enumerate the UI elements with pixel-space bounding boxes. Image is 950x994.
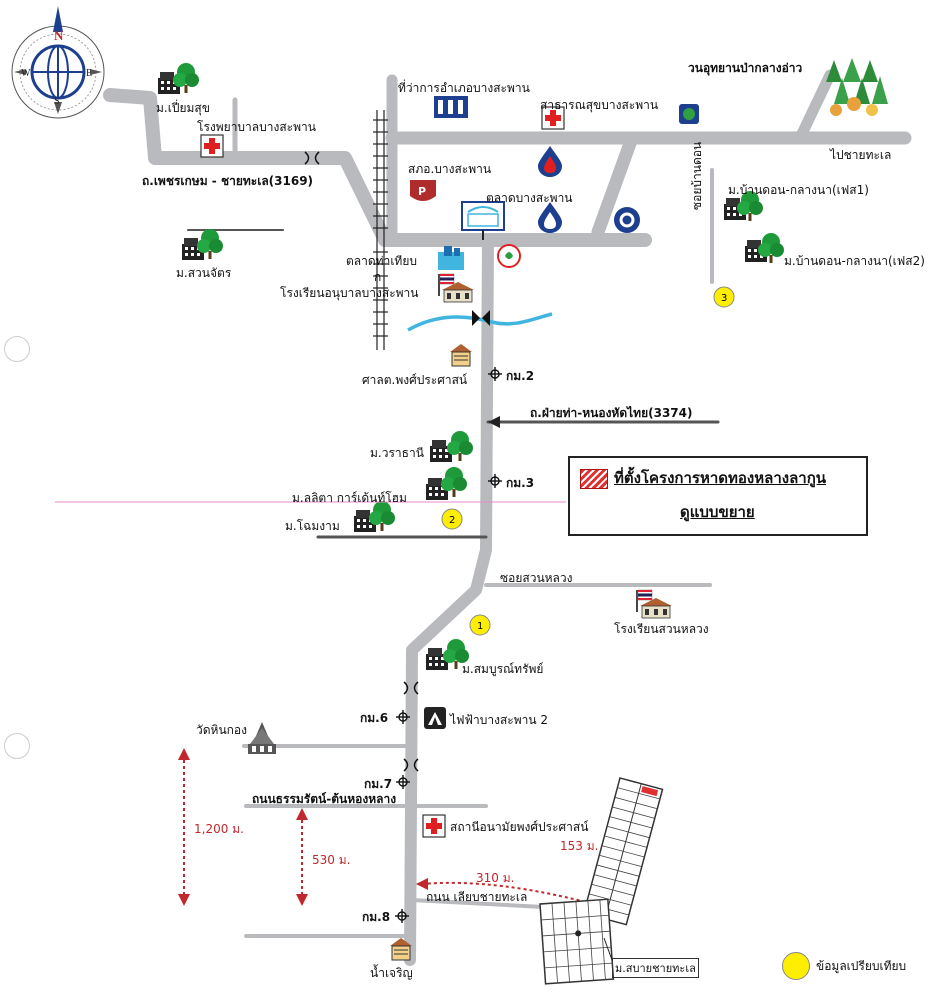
label-km2: กม.2	[506, 369, 535, 383]
comparison-marker-1	[469, 614, 491, 636]
river-bridge-icon	[472, 310, 490, 326]
comparison-marker-3	[713, 286, 735, 308]
label-ban-don-soi: ซอยบ้านดอน	[690, 141, 704, 210]
nam-charoen-icon	[390, 938, 412, 961]
market-icon	[461, 201, 505, 240]
label-hospital: โรงพยาบาลบางสะพาน	[197, 120, 316, 134]
bank-logo-icon	[679, 104, 699, 124]
lagoon-plot-south	[539, 898, 615, 985]
label-suanluang-soi: ซอยสวนหลวง	[500, 571, 573, 585]
label-sabai: ม.สบายชายทะเล	[612, 958, 699, 978]
police-station-icon: P	[410, 180, 436, 201]
anuban-school-icon	[437, 273, 475, 303]
compass-north-label: N	[54, 28, 64, 43]
label-km3: กม.3	[506, 476, 535, 490]
comparison-legend-label: ข้อมูลเปรียบเทียบ	[816, 959, 907, 973]
market-diagonal	[591, 131, 639, 239]
label-suanluang-school: โรงเรียนสวนหลวง	[614, 622, 709, 636]
label-distance-1200: 1,200 ม.	[194, 822, 244, 836]
label-lalita: ม.ลลิตา การ์เด้นท์โฮม	[292, 491, 407, 505]
faitha-road-arrow	[488, 416, 500, 428]
label-distance-310: 310 ม.	[476, 871, 515, 885]
phetkasem-road	[103, 88, 652, 247]
label-samakhi: ม.สมบูรณ์ทรัพย์	[462, 662, 544, 676]
label-beach-road: ถนน เลียบชายทะเล	[426, 890, 528, 904]
comparison-marker-2	[441, 508, 463, 530]
project-legend: ที่ตั้งโครงการหาดทองหลางลากูน ดูแบบขยาย	[568, 456, 868, 536]
legend-project-title: ที่ตั้งโครงการหาดทองหลางลากูน	[614, 469, 827, 487]
punch-hole-bottom	[4, 733, 30, 759]
label-power: ไฟฟ้าบางสะพาน 2	[450, 713, 549, 727]
hospital-icon	[200, 134, 224, 158]
label-km7: กม.7	[364, 777, 393, 791]
village-lalita-icon	[426, 467, 467, 500]
tha-thian-market-icon	[438, 246, 464, 270]
lagoon-access-road	[410, 898, 564, 910]
label-post-office: ศาลต.พงศ์ประศาสน์	[362, 373, 468, 387]
comparison-marker-2-label: 2	[449, 515, 455, 526]
kasikorn-bank-icon	[497, 244, 521, 268]
label-and: ก	[374, 270, 382, 284]
suanluang-school-icon	[635, 589, 673, 619]
bank-circle-icon	[614, 207, 640, 233]
label-suan-chat: ม.สวนจัตร	[176, 266, 232, 280]
svg-text:P: P	[418, 185, 426, 198]
village-piam-suk-icon	[158, 63, 199, 94]
label-health-station: สถานีอนามัยพงศ์ประศาสน์	[450, 820, 589, 834]
label-km6: กม.6	[360, 711, 389, 725]
label-phetkasem-road: ถ.เพชรเกษม - ชายทะเล(3169)	[142, 174, 314, 188]
river	[407, 312, 553, 332]
forest-road	[794, 69, 836, 144]
bank-drop-icon	[538, 202, 562, 233]
label-health-office: สาธารณสุขบางสะพาน	[540, 98, 659, 112]
forest-park-icon	[826, 58, 888, 116]
sabai-leader-line	[603, 937, 613, 961]
punch-hole-top	[4, 336, 30, 362]
compass-rose-icon	[11, 6, 105, 119]
railway-north	[373, 110, 388, 350]
compass-east-label: E	[86, 68, 92, 79]
village-ban-don-2-icon	[745, 233, 784, 263]
compass-west-label: W	[21, 68, 31, 79]
label-forest-park: วนอุทยานป่ากลางอ่าว	[688, 61, 803, 75]
comparison-marker-1-label: 1	[477, 621, 483, 632]
label-anuban-school: โรงเรียนอนุบาลบางสะพาน	[280, 286, 419, 300]
label-chomngam: ม.โฉมงาม	[285, 519, 340, 533]
power-station-icon	[424, 707, 446, 729]
label-distance-530: 530 ม.	[312, 853, 351, 867]
lagoon-plot-north	[582, 777, 664, 926]
ptt-station-icon	[538, 146, 562, 177]
label-piam-suk: ม.เปี่ยมสุข	[156, 101, 210, 115]
label-faitha-road: ถ.ฝ่ายท่า-หนองหัดไทย(3374)	[530, 406, 693, 420]
main-south-road	[404, 234, 494, 966]
village-suan-chat-icon	[182, 229, 223, 260]
label-wat: วัดหินกอง	[196, 723, 247, 737]
legend-detail-link[interactable]: ดูแบบขยาย	[680, 503, 755, 521]
compass-south-label: S	[54, 96, 60, 107]
comparison-legend-dot	[782, 952, 810, 980]
label-wara-thani: ม.วราธานี	[370, 446, 424, 460]
label-ban-don-2: ม.บ้านดอน-กลางนา(เฟส2)	[784, 254, 925, 268]
label-nam-charoen: น้ำเจริญ	[370, 966, 413, 980]
label-distance-153: 153 ม.	[560, 839, 599, 853]
label-police: สภอ.บางสะพาน	[408, 162, 492, 176]
label-thammarat-road: ถนนธรรมรัตน์-ต้นหองหลาง	[252, 792, 397, 806]
label-tha-thian-market: ตลาดท่าเทียบ	[346, 254, 417, 268]
label-district-office: ที่ว่าการอำเภอบางสะพาน	[398, 81, 530, 95]
health-station-icon	[422, 814, 446, 838]
village-wara-thani-icon	[430, 431, 473, 462]
temple-icon	[248, 722, 276, 754]
label-km8: กม.8	[362, 910, 391, 924]
label-market: ตลาดบางสะพาน	[486, 191, 573, 205]
comparison-marker-3-label: 3	[721, 293, 727, 304]
district-office-icon	[434, 96, 468, 118]
label-ban-don-1: ม.บ้านดอน-กลางนา(เฟส1)	[728, 183, 869, 197]
label-to-beach: ไปชายทะเล	[830, 148, 892, 162]
road-network	[103, 69, 912, 966]
post-office-icon	[450, 344, 472, 367]
project-area-swatch	[580, 469, 608, 489]
